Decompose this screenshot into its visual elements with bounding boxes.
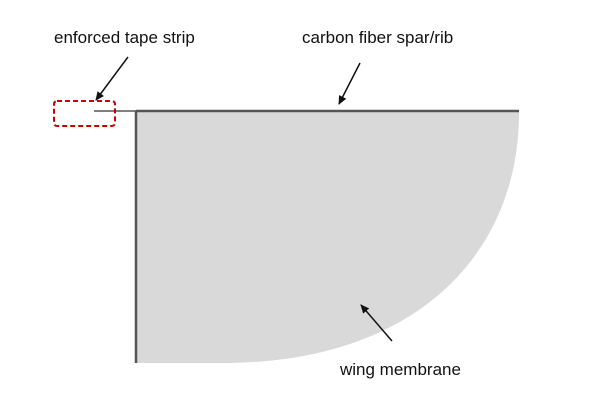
wing-membrane-shape — [136, 111, 520, 363]
membrane-label: wing membrane — [339, 360, 461, 379]
spar-arrow — [338, 62, 361, 105]
tape-strip-arrow — [95, 56, 129, 101]
membrane-arrow — [360, 304, 393, 342]
tape-strip-highlight-box — [53, 100, 116, 127]
spar-label: carbon fiber spar/rib — [302, 28, 453, 47]
tape-strip-label: enforced tape strip — [54, 28, 195, 47]
